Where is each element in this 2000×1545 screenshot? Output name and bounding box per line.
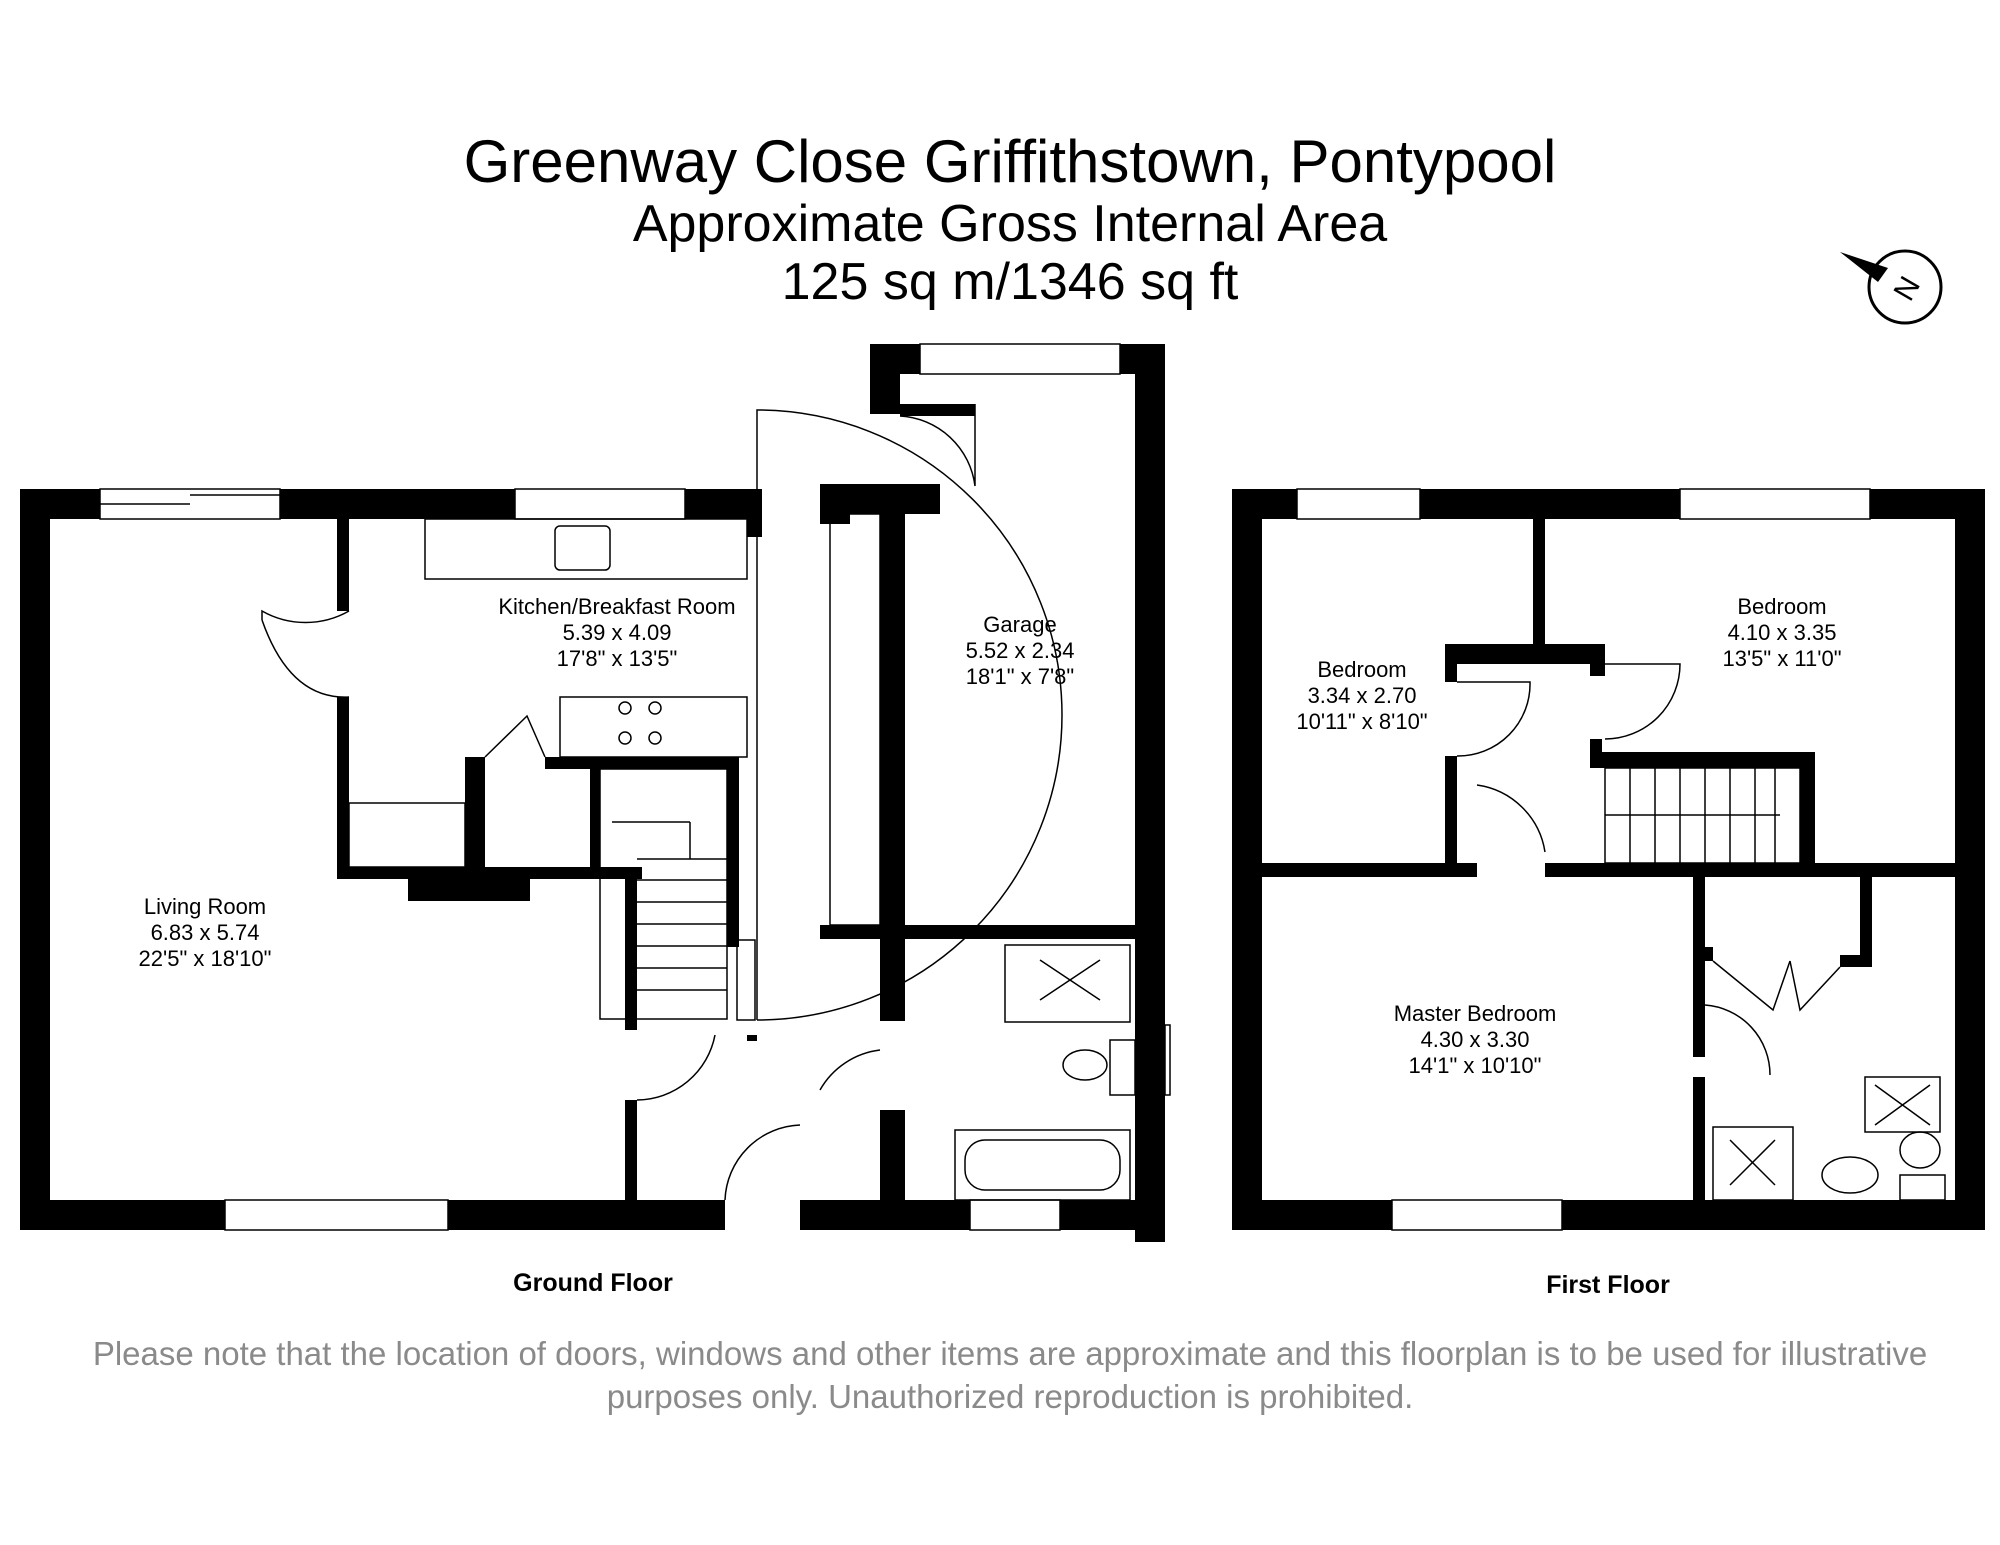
room-metric: 4.30 x 3.30	[1421, 1027, 1530, 1052]
room-bedroom-large: Bedroom 4.10 x 3.35 13'5" x 11'0"	[1722, 594, 1841, 671]
room-metric: 4.10 x 3.35	[1728, 620, 1837, 645]
room-name: Master Bedroom	[1394, 1001, 1557, 1026]
first-floor-label: First Floor	[1546, 1271, 1670, 1299]
room-garage: Garage 5.52 x 2.34 18'1" x 7'8"	[966, 612, 1075, 689]
area-title: Approximate Gross Internal Area	[632, 195, 1388, 253]
room-metric: 5.39 x 4.09	[563, 620, 672, 645]
disclaimer: Please note that the location of doors, …	[30, 1333, 1990, 1419]
room-master-bedroom: Master Bedroom 4.30 x 3.30 14'1" x 10'10…	[1394, 1001, 1557, 1078]
north-arrow-icon: N	[1840, 249, 1943, 325]
room-bedroom-small: Bedroom 3.34 x 2.70 10'11" x 8'10"	[1296, 657, 1427, 734]
room-imperial: 13'5" x 11'0"	[1722, 646, 1841, 671]
room-name: Bedroom	[1737, 594, 1826, 619]
disclaimer-line-2: purposes only. Unauthorized reproduction…	[606, 1377, 1414, 1415]
room-imperial: 14'1" x 10'10"	[1409, 1053, 1542, 1078]
room-name: Living Room	[144, 894, 266, 919]
room-imperial: 18'1" x 7'8"	[966, 664, 1074, 689]
area-value: 125 sq m/1346 sq ft	[781, 253, 1239, 311]
north-label: N	[1888, 271, 1927, 306]
ground-floor-plan	[20, 344, 1165, 1242]
room-imperial: 17'8" x 13'5"	[557, 646, 678, 671]
plan-header: Greenway Close Griffithstown, Pontypool …	[0, 128, 2000, 311]
room-imperial: 10'11" x 8'10"	[1296, 709, 1427, 734]
ground-floor-label: Ground Floor	[513, 1269, 673, 1297]
room-name: Bedroom	[1317, 657, 1406, 682]
first-floor-fixtures	[1296, 488, 1946, 1231]
room-imperial: 22'5" x 18'10"	[139, 946, 272, 971]
room-kitchen: Kitchen/Breakfast Room 5.39 x 4.09 17'8"…	[498, 594, 735, 671]
disclaimer-line-1: Please note that the location of doors, …	[92, 1335, 1928, 1372]
room-name: Kitchen/Breakfast Room	[498, 594, 735, 619]
room-living: Living Room 6.83 x 5.74 22'5" x 18'10"	[139, 894, 272, 971]
ground-floor-fixtures	[99, 343, 1171, 1231]
room-metric: 5.52 x 2.34	[966, 638, 1075, 663]
first-floor-plan	[1232, 489, 1985, 1230]
room-metric: 6.83 x 5.74	[151, 920, 260, 945]
room-name: Garage	[983, 612, 1056, 637]
property-address: Greenway Close Griffithstown, Pontypool	[463, 128, 1557, 195]
room-metric: 3.34 x 2.70	[1308, 683, 1417, 708]
